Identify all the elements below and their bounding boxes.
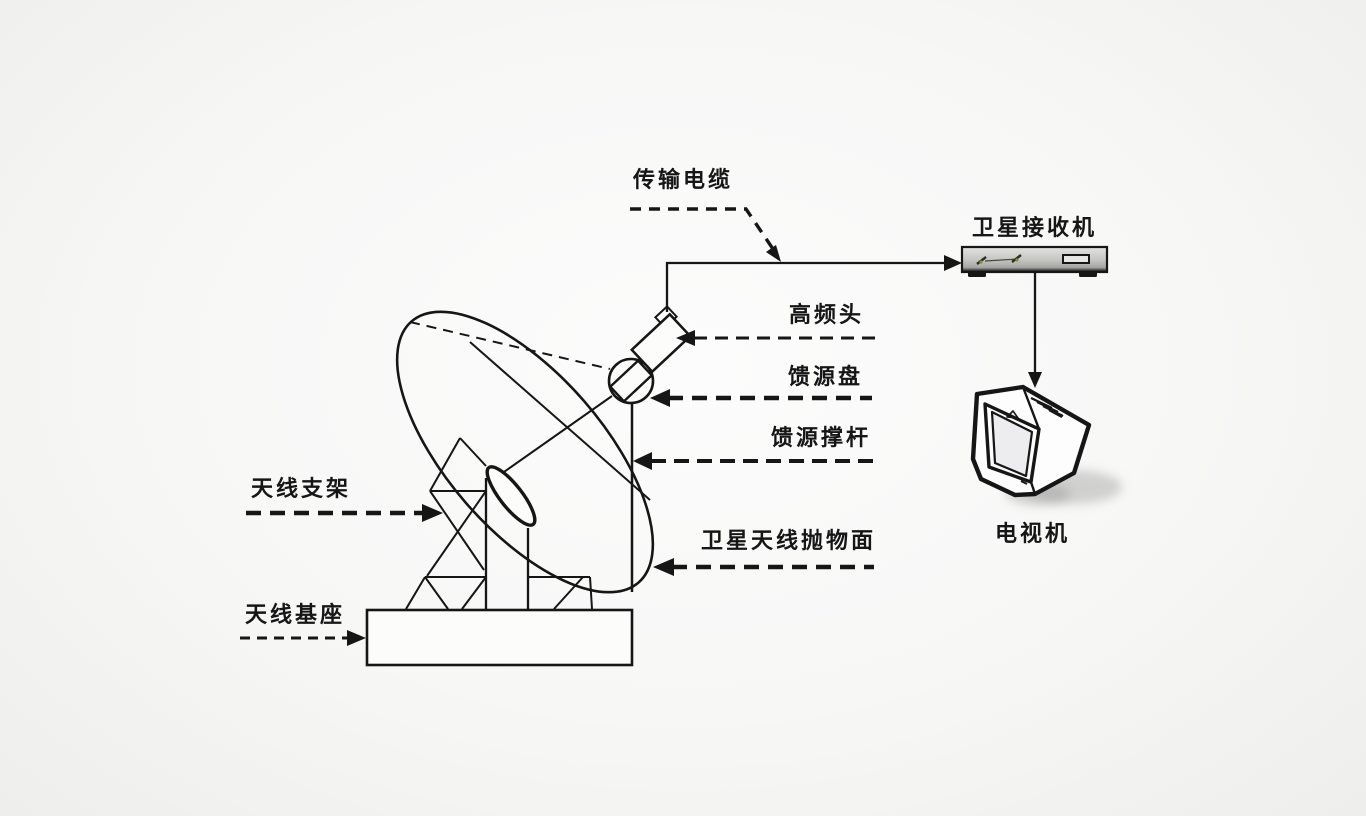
dish-hub-icon bbox=[485, 465, 537, 527]
label-antenna-base: 天线基座 bbox=[245, 602, 346, 627]
transmission-cable-icon bbox=[665, 255, 962, 312]
tv-set-icon bbox=[970, 384, 1092, 498]
antenna-base-icon bbox=[365, 608, 634, 667]
antenna-bracket-icon bbox=[405, 437, 593, 610]
label-tv-set: 电视机 bbox=[995, 521, 1071, 546]
satellite-receiver-icon bbox=[960, 245, 1109, 277]
label-lnb: 高频头 bbox=[789, 302, 865, 327]
label-feed-disc: 馈源盘 bbox=[788, 364, 864, 389]
parabolic-dish-icon bbox=[395, 310, 655, 594]
lnb-icon bbox=[629, 305, 693, 374]
label-satellite-receiver: 卫星接收机 bbox=[972, 215, 1098, 240]
label-antenna-bracket: 天线支架 bbox=[251, 476, 352, 501]
callout-arrows bbox=[240, 207, 878, 646]
feed-disc-icon bbox=[607, 357, 655, 405]
label-feed-support-rod: 馈源撑杆 bbox=[771, 425, 872, 450]
receiver-to-tv-arrow bbox=[1028, 272, 1042, 388]
label-parabolic-dish: 卫星天线抛物面 bbox=[701, 528, 877, 553]
label-transmission-cable: 传输电缆 bbox=[633, 167, 734, 192]
